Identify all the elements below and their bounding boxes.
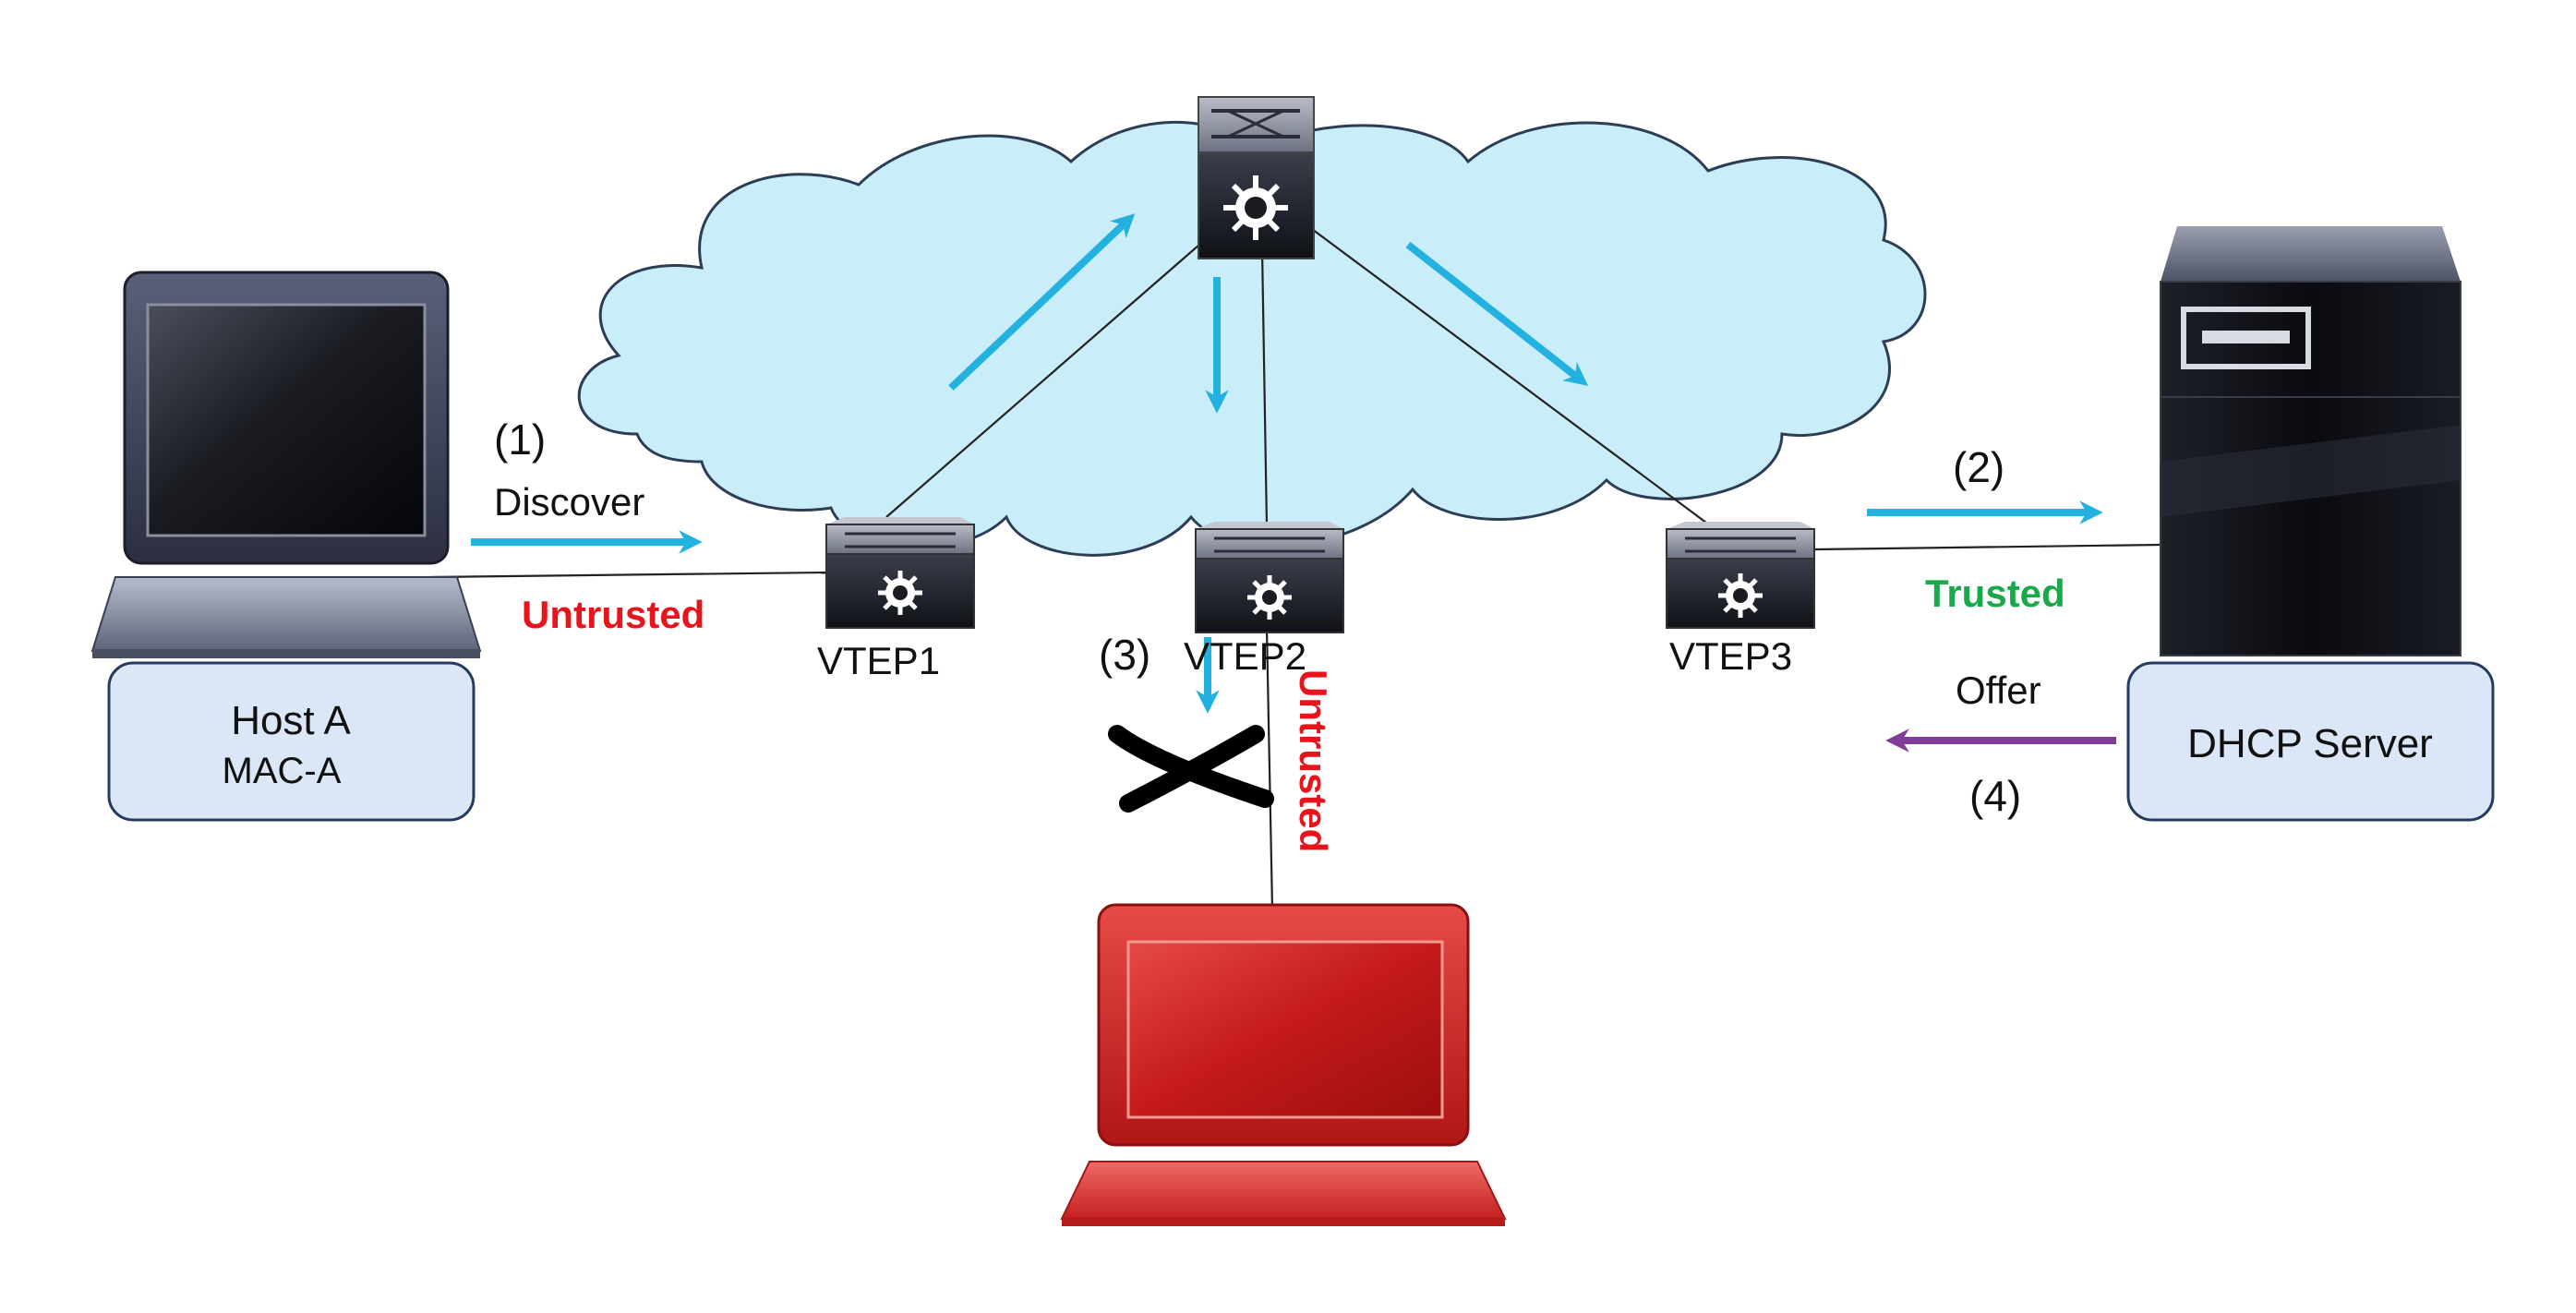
host-a-mac: MAC-A (223, 751, 342, 791)
dhcp-server-name: DHCP Server (2187, 721, 2433, 766)
vtep1-label: VTEP1 (817, 639, 940, 682)
step-2-label: (2) (1953, 443, 2004, 491)
blocked-x-icon (1108, 725, 1274, 813)
step-1-label: (1) (494, 416, 546, 464)
untrusted-vtep1-label: Untrusted (522, 593, 704, 636)
vtep3-switch-icon (1666, 522, 1815, 629)
labels: (1) Discover Untrusted VTEP1 (3) VTEP2 U… (494, 416, 2065, 852)
flood-arrow-to-spine (948, 213, 1136, 391)
dhcp-server-label-box: DHCP Server (2126, 661, 2495, 822)
vtep1-switch-icon (825, 517, 975, 629)
host-a-laptop-icon (90, 271, 482, 658)
flow-arrows (471, 213, 2116, 753)
untrusted-vtep2-label: Untrusted (1292, 669, 1335, 852)
vtep3-label: VTEP3 (1669, 634, 1792, 678)
spine-switch-icon (1198, 96, 1315, 259)
offer-label: Offer (1956, 669, 2041, 712)
discover-label: Discover (494, 480, 644, 524)
rogue-host-laptop-icon (1060, 903, 1507, 1226)
fabric-cloud (577, 121, 1927, 557)
flood-arrow-to-vtep3 (1405, 241, 1589, 386)
server-icon (2160, 226, 2462, 656)
vtep2-switch-icon (1195, 522, 1344, 633)
step-3-label: (3) (1099, 631, 1150, 679)
vtep2-label: VTEP2 (1184, 634, 1306, 678)
trusted-vtep3-label: Trusted (1925, 572, 2065, 615)
host-a-label-box: Host A MAC-A (107, 661, 475, 822)
host-a-name: Host A (231, 698, 351, 743)
network-links (428, 207, 2161, 910)
step-4-label: (4) (1969, 772, 2021, 820)
